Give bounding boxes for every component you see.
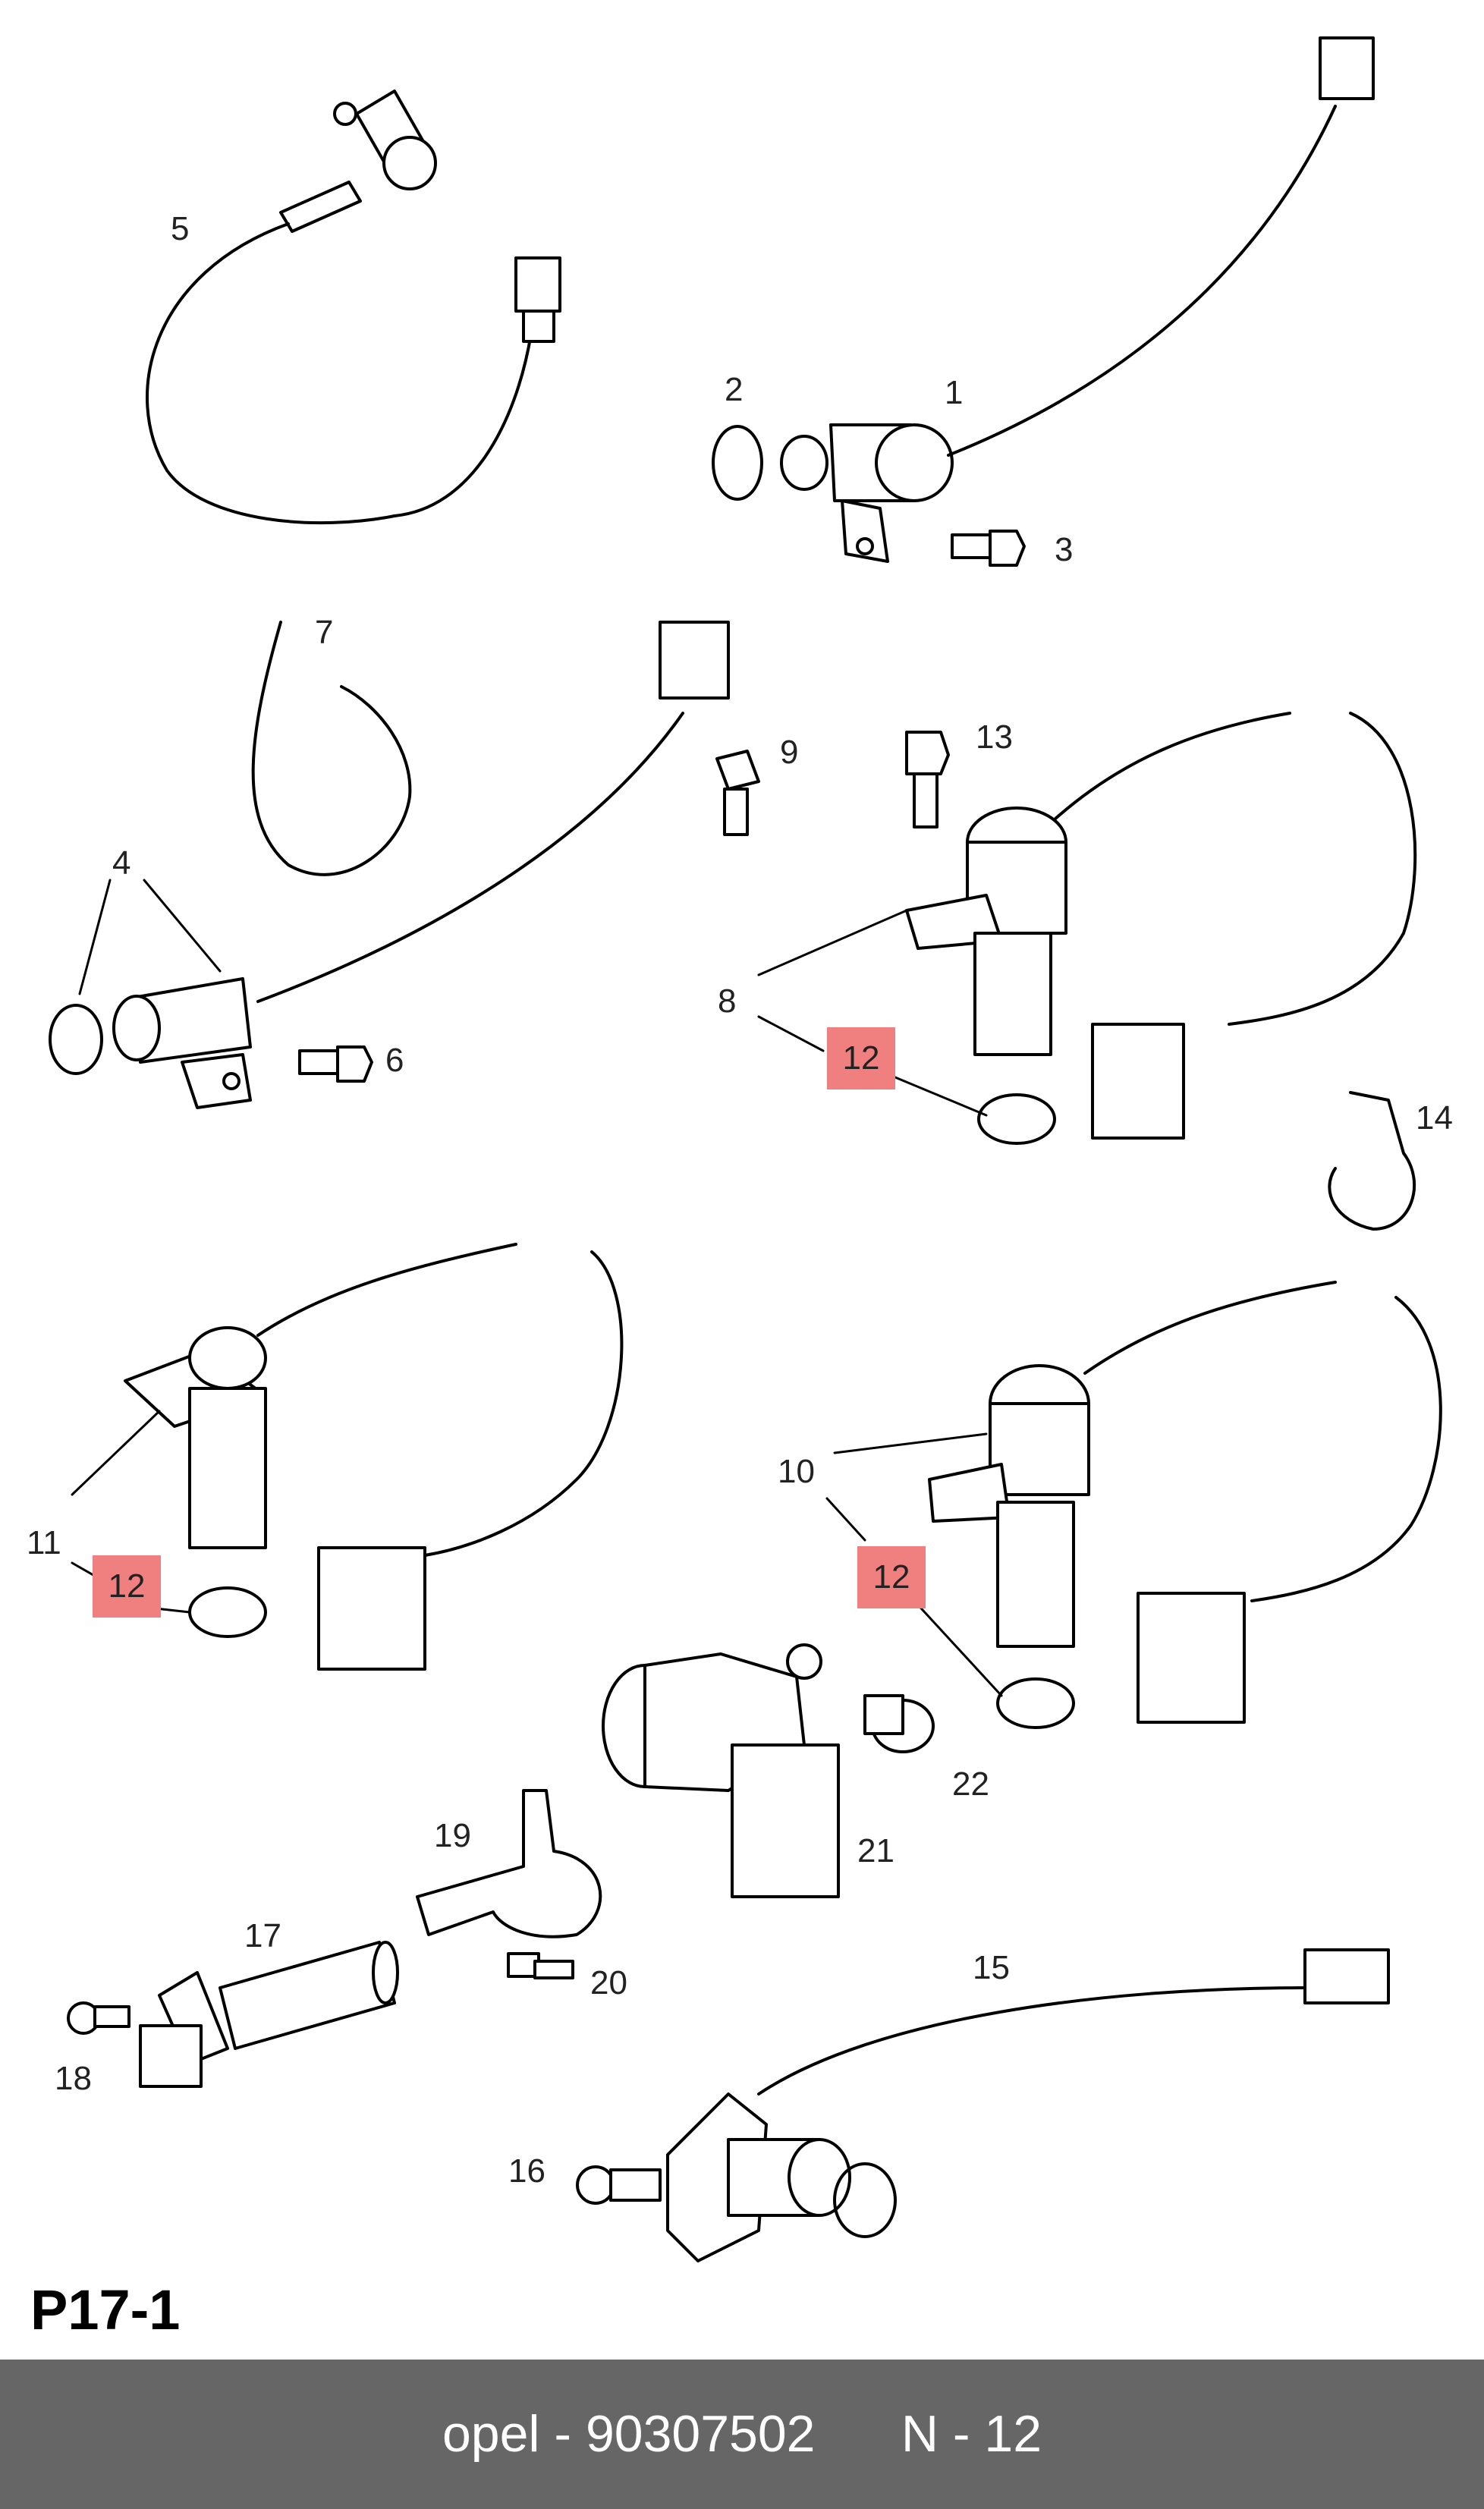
callout-9: 9 xyxy=(780,734,799,771)
highlighted-callout-12-b: 12 xyxy=(93,1555,161,1618)
callout-17: 17 xyxy=(244,1917,281,1954)
callout-18: 18 xyxy=(55,2060,92,2097)
part-14-clip xyxy=(1328,1091,1416,1231)
footer-bar: opel - 90307502 N - 12 xyxy=(0,2360,1484,2509)
part-17-sensor xyxy=(139,1941,399,2088)
diagram-reference: P17-1 xyxy=(30,2278,181,2341)
part-4-sensor-cable xyxy=(49,621,730,1109)
part-19-bracket xyxy=(416,1789,602,1938)
highlighted-callout-12-c: 12 xyxy=(857,1546,926,1608)
callout-15: 15 xyxy=(973,1949,1010,1986)
footer-position: N - 12 xyxy=(901,2405,1042,2463)
callout-6: 6 xyxy=(385,1042,404,1079)
callout-16: 16 xyxy=(508,2152,545,2190)
part-13-bolt xyxy=(905,731,950,828)
part-2-seal-ring xyxy=(712,425,763,501)
callout-7: 7 xyxy=(315,614,334,651)
callout-3: 3 xyxy=(1055,531,1074,568)
part-9-bolt xyxy=(715,750,760,836)
part-18-bolt xyxy=(67,2001,130,2035)
footer-text: opel - 90307502 N - 12 xyxy=(442,2405,1042,2463)
callout-19: 19 xyxy=(434,1817,471,1854)
part-5-sensor-cable xyxy=(146,90,561,525)
callout-20: 20 xyxy=(590,1964,627,2001)
part-11-sensor xyxy=(124,1243,624,1671)
callout-5: 5 xyxy=(171,210,190,247)
callout-8: 8 xyxy=(718,983,737,1020)
callout-11: 11 xyxy=(27,1524,61,1561)
exploded-parts-diagram xyxy=(49,36,1442,2262)
callout-2: 2 xyxy=(725,371,744,408)
part-22-bolt xyxy=(863,1694,935,1753)
part-16-bolt xyxy=(576,2165,662,2205)
part-8-sensor xyxy=(905,712,1417,1145)
highlighted-callout-12-a: 12 xyxy=(827,1027,895,1089)
callout-14: 14 xyxy=(1416,1099,1453,1137)
part-3-bolt xyxy=(951,530,1026,567)
part-20-bolt xyxy=(507,1952,574,1979)
leader-lines xyxy=(71,879,1003,1697)
part-6-bolt xyxy=(298,1045,373,1083)
part-7-cable-tie xyxy=(251,621,412,876)
footer-brand: opel xyxy=(442,2405,540,2463)
part-21-sensor-block xyxy=(602,1643,840,1898)
footer-part-number: 90307502 xyxy=(585,2405,816,2463)
part-15-sensor-cable xyxy=(666,1948,1390,2262)
callout-4: 4 xyxy=(112,844,131,882)
callout-1: 1 xyxy=(945,374,964,411)
callout-10: 10 xyxy=(778,1453,815,1490)
part-1-sensor-cable xyxy=(780,36,1375,563)
part-10-sensor xyxy=(928,1281,1442,1729)
callout-22: 22 xyxy=(952,1765,989,1803)
callout-21: 21 xyxy=(857,1832,894,1869)
callout-13: 13 xyxy=(976,718,1013,756)
